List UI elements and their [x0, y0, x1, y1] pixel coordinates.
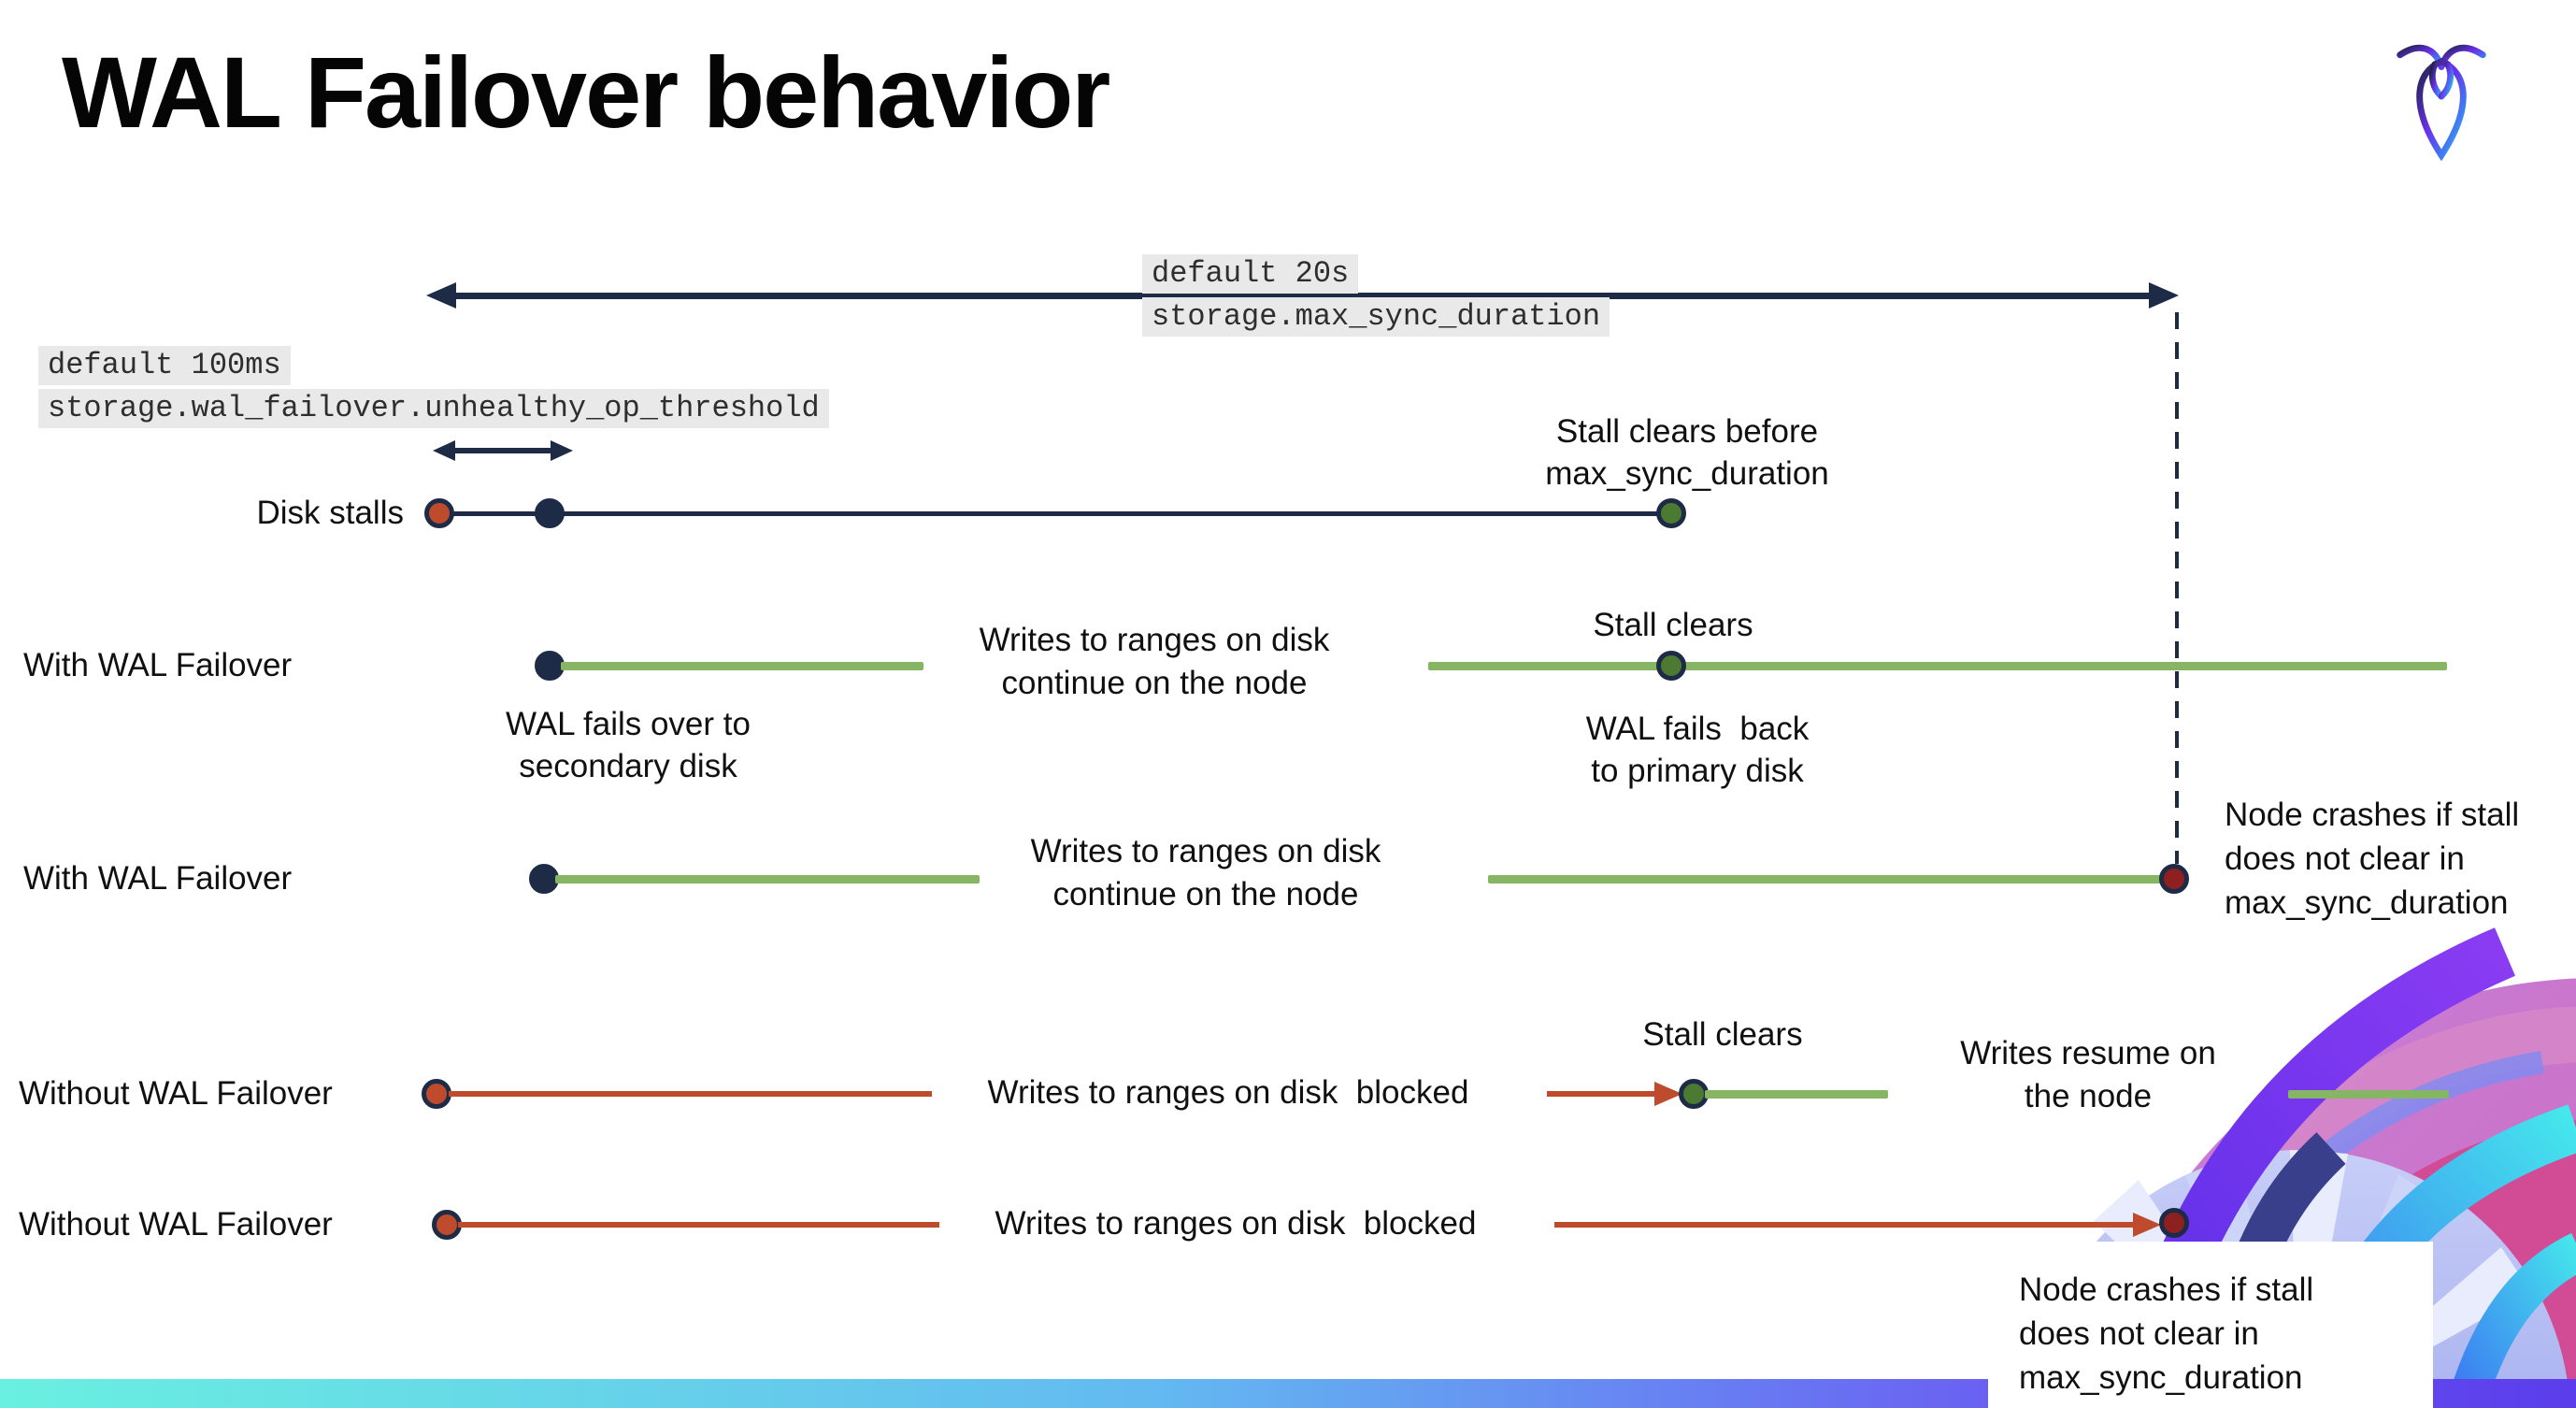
failover-dot-2: [529, 864, 559, 894]
writes-resume-line-2: [2288, 1090, 2449, 1099]
threshold-arrow-line: [451, 448, 555, 453]
arrow-right-icon: [2149, 282, 2179, 309]
row-label-without-wal-failover-2: Without WAL Failover: [19, 1206, 333, 1243]
cockroachdb-logo-icon: [2397, 44, 2486, 161]
threshold-arrow-left-icon: [433, 440, 455, 461]
writes-resume-line: [1705, 1090, 1888, 1099]
threshold-dot: [535, 498, 565, 528]
stall-start-dot-2: [422, 1079, 451, 1109]
stall-start-dot-3: [432, 1210, 462, 1240]
writes-blocked-note-2: Writes to ranges on disk blocked: [995, 1205, 1477, 1242]
writes-blocked-line-3: [458, 1222, 939, 1228]
blocked-arrowhead-icon-2: [2133, 1213, 2161, 1237]
writes-blocked-note: Writes to ranges on disk blocked: [987, 1074, 1469, 1111]
stall-clears-dot: [1656, 498, 1686, 528]
row-label-disk-stalls: Disk stalls: [256, 495, 404, 531]
writes-resume-note: Writes resume on the node: [1960, 1035, 2216, 1114]
stall-clears-label-2: Stall clears: [1642, 1016, 1803, 1053]
unhealthy-op-setting-label: storage.wal_failover.unhealthy_op_thresh…: [38, 389, 829, 428]
disk-stall-timeline: [439, 511, 1671, 516]
writes-continue-line-2: [1428, 662, 2447, 670]
unhealthy-op-default-label: default 100ms: [38, 346, 291, 385]
arrow-left-icon: [426, 282, 456, 309]
stall-clears-label: Stall clears: [1593, 607, 1753, 643]
max-sync-setting-label: storage.max_sync_duration: [1142, 297, 1610, 337]
threshold-arrow-right-icon: [551, 440, 573, 461]
max-sync-default-label: default 20s: [1142, 254, 1359, 294]
node-crash-dot: [2159, 864, 2189, 894]
page-title: WAL Failover behavior: [62, 36, 1110, 149]
fails-over-note: WAL fails over to secondary disk: [506, 706, 751, 784]
row-label-with-wal-failover-2: With WAL Failover: [23, 860, 293, 897]
max-sync-duration-arrow-line: [447, 293, 2153, 299]
stall-clears-dot-2: [1656, 651, 1686, 681]
row-label-with-wal-failover-1: With WAL Failover: [23, 647, 293, 683]
node-crash-note-2: Node crashes if stall does not clear in …: [2019, 1272, 2314, 1396]
stall-start-dot: [424, 498, 454, 528]
writes-blocked-line: [449, 1091, 932, 1097]
writes-continue-line-4: [1488, 875, 2167, 884]
fails-back-note: WAL fails back to primary disk: [1585, 711, 1810, 789]
writes-blocked-line-4: [1554, 1222, 2136, 1228]
max-sync-deadline-dashed-line: [2175, 312, 2179, 864]
node-crash-dot-2: [2159, 1208, 2189, 1238]
writes-blocked-line-2: [1547, 1091, 1661, 1097]
row-label-without-wal-failover-1: Without WAL Failover: [19, 1075, 333, 1112]
writes-continue-line: [561, 662, 923, 670]
writes-continue-note-2: Writes to ranges on disk continue on the…: [1030, 833, 1381, 912]
blocked-arrowhead-icon: [1654, 1082, 1682, 1106]
writes-continue-line-3: [555, 875, 980, 884]
writes-continue-note: Writes to ranges on disk continue on the…: [979, 622, 1330, 701]
stall-clears-before-note: Stall clears before max_sync_duration: [1545, 413, 1829, 492]
node-crash-note: Node crashes if stall does not clear in …: [2225, 797, 2520, 921]
crash-note-box: [1988, 1242, 2433, 1408]
